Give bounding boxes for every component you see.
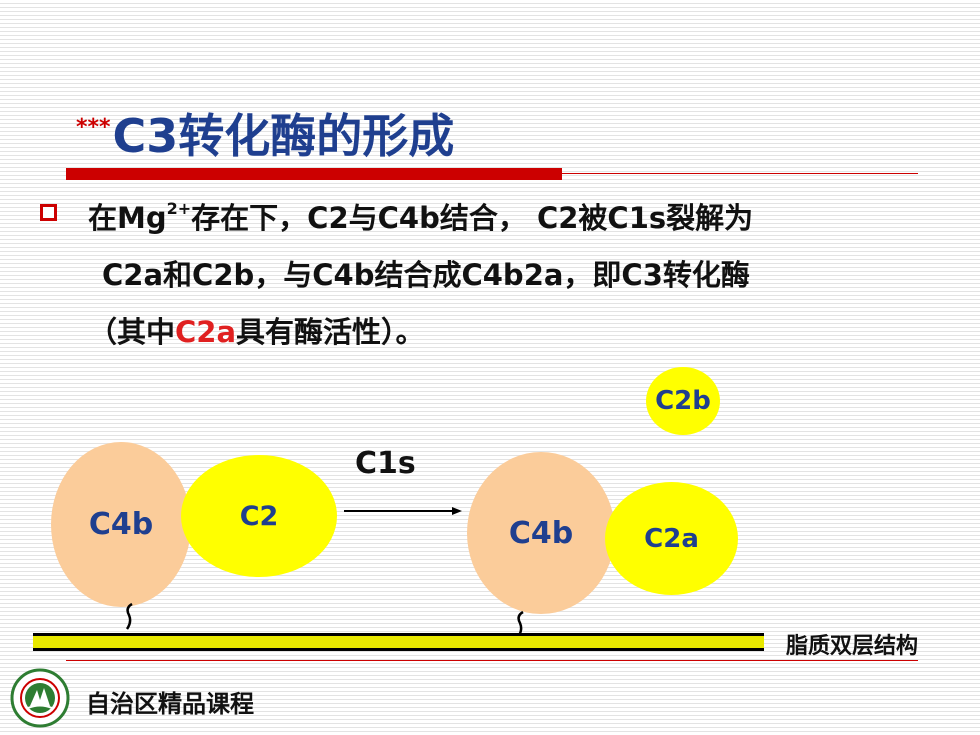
square-bullet-icon <box>40 204 57 221</box>
title-underline-thin <box>562 173 918 174</box>
university-logo-icon <box>10 668 70 728</box>
title-text: C3转化酶的形成 <box>112 109 455 163</box>
right-anchor-stem <box>516 610 524 638</box>
left-anchor-stem <box>125 602 133 630</box>
bullet-line-1: 在Mg2+存在下，C2与C4b结合， C2被C1s裂解为 <box>88 199 754 236</box>
right-c4b-circle: C4b <box>467 452 615 614</box>
membrane-label: 脂质双层结构 <box>786 634 919 659</box>
lipid-bilayer-bar <box>33 633 764 651</box>
slide-title: *** C3转化酶的形成 <box>76 96 454 166</box>
left-c2-circle: C2 <box>181 455 337 577</box>
course-label: 自治区精品课程 <box>86 690 254 718</box>
highlight-c2a: C2a <box>175 315 237 349</box>
title-underline-bar <box>66 168 562 180</box>
c2a-circle: C2a <box>605 482 738 595</box>
footer-divider <box>66 660 918 661</box>
c1s-label: C1s <box>355 446 416 481</box>
bullet-line-3: （其中C2a具有酶活性）。 <box>88 315 425 349</box>
bullet-text: 在Mg2+存在下，C2与C4b结合， C2被C1s裂解为 C2a和C2b，与C4… <box>88 190 948 361</box>
left-c4b-circle: C4b <box>51 442 191 607</box>
reaction-arrow-icon <box>344 507 462 515</box>
title-stars: *** <box>76 115 111 140</box>
bullet-line-2: C2a和C2b，与C4b结合成C4b2a，即C3转化酶 <box>102 258 750 292</box>
c2b-circle: C2b <box>646 367 720 435</box>
